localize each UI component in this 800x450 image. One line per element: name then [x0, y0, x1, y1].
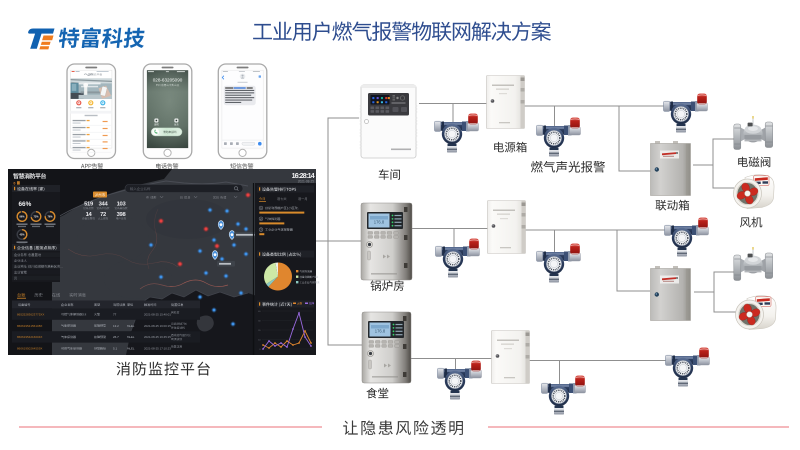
svg-text:86061954216004X: 86061954216004X	[17, 335, 42, 339]
svg-text:2021-08-25 17:10:23: 2021-08-25 17:10:23	[144, 347, 171, 351]
svg-text:86061954156108X: 86061954156108X	[17, 324, 42, 328]
svg-text:0: 0	[259, 349, 261, 351]
svg-text:1: 1	[260, 206, 262, 210]
svg-text:2021-08-25 15:40:01: 2021-08-25 15:40:01	[144, 312, 171, 316]
svg-text:519: 519	[84, 202, 94, 208]
svg-text:45%: 45%	[19, 234, 25, 237]
svg-text:028-63205090: 028-63205090	[153, 78, 183, 83]
svg-text:40: 40	[258, 311, 261, 313]
svg-text:2021-08-25 16:45:15: 2021-08-25 16:45:15	[144, 335, 171, 339]
svg-text:176.8: 176.8	[374, 220, 385, 225]
svg-text:86525283623775XX: 86525283623775XX	[17, 312, 44, 316]
svg-text:13.2: 13.2	[113, 324, 119, 328]
svg-text:%LEL: %LEL	[127, 324, 135, 328]
svg-text:3: 3	[260, 228, 262, 232]
svg-text:77: 77	[113, 312, 117, 316]
svg-text:72: 72	[100, 212, 106, 218]
svg-text:2021-08-25: 2021-08-25	[298, 180, 315, 184]
svg-text:10: 10	[258, 340, 261, 342]
svg-text:176.8: 176.8	[375, 329, 386, 334]
svg-text:30: 30	[258, 321, 261, 323]
svg-text:398: 398	[117, 212, 127, 218]
svg-text:%LEL: %LEL	[127, 347, 135, 351]
svg-text:96%: 96%	[19, 216, 25, 219]
svg-text:16:28:14: 16:28:14	[292, 173, 315, 180]
svg-text:76%: 76%	[47, 216, 53, 219]
svg-text:2: 2	[260, 217, 262, 221]
svg-text:344: 344	[99, 202, 109, 208]
svg-text:14: 14	[86, 212, 93, 218]
svg-text:2021-08-25 16:00:15: 2021-08-25 16:00:15	[144, 324, 171, 328]
svg-text:73%: 73%	[33, 216, 39, 219]
svg-text:86061950264559X: 86061950264559X	[17, 347, 42, 351]
svg-text:26.7: 26.7	[113, 335, 119, 339]
svg-text:66%: 66%	[19, 201, 32, 208]
svg-text:5.1: 5.1	[113, 347, 118, 351]
svg-text:20: 20	[258, 330, 261, 332]
svg-text:%LEL: %LEL	[127, 335, 135, 339]
svg-text:103: 103	[117, 202, 127, 208]
svg-text:0: 0	[14, 182, 16, 186]
